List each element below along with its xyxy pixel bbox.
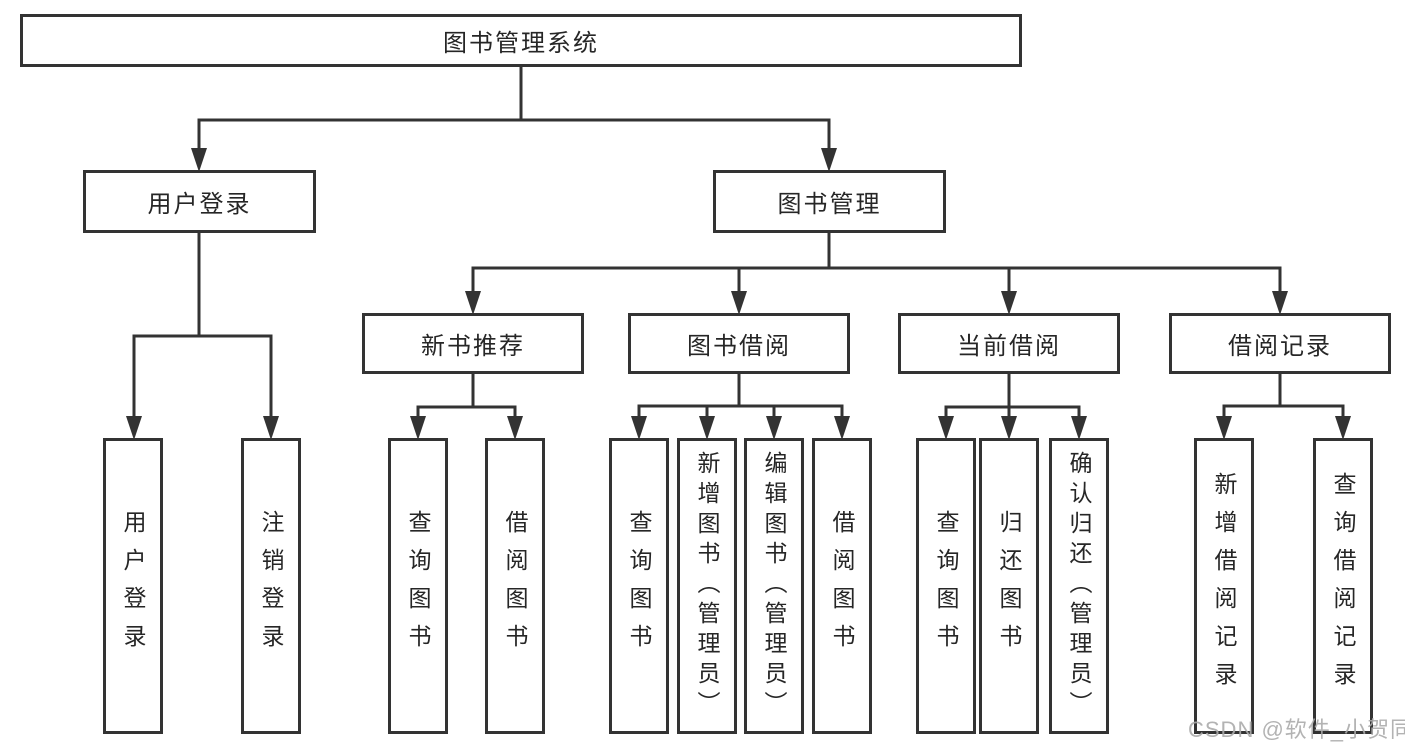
leaf-borrow-add-book-admin-label: 新增图书（管理员） <box>694 451 720 721</box>
leaf-current-query-book: 查询图书 <box>916 438 976 734</box>
leaf-recommend-borrow-book: 借阅图书 <box>485 438 545 734</box>
connector-user-login-split <box>132 230 273 420</box>
node-book-management: 图书管理 <box>713 170 946 233</box>
leaf-records-add-record-label: 新增借阅记录 <box>1211 472 1237 700</box>
node-new-book-recommend-label: 新书推荐 <box>421 333 525 360</box>
leaf-borrow-edit-book-admin: 编辑图书（管理员） <box>744 438 804 734</box>
leaf-logout: 注销登录 <box>241 438 301 734</box>
connector-root-split <box>197 64 831 152</box>
leaf-borrow-borrow-book: 借阅图书 <box>812 438 872 734</box>
leaf-logout-label: 注销登录 <box>258 510 284 662</box>
node-book-borrow-label: 图书借阅 <box>687 333 791 360</box>
leaf-current-return-book-label: 归还图书 <box>996 510 1022 662</box>
connector-new-book-recommend-split <box>416 370 517 420</box>
leaf-records-query-record: 查询借阅记录 <box>1313 438 1373 734</box>
leaf-user-login: 用户登录 <box>103 438 163 734</box>
arrowheads-level-3 <box>126 416 1351 440</box>
node-user-login-label: 用户登录 <box>147 191 252 218</box>
node-user-login: 用户登录 <box>83 170 316 233</box>
arrowheads-level-2 <box>465 291 1288 315</box>
leaf-records-query-record-label: 查询借阅记录 <box>1330 472 1356 700</box>
leaf-borrow-query-book: 查询图书 <box>609 438 669 734</box>
node-borrow-records: 借阅记录 <box>1169 313 1391 374</box>
connector-current-borrow-split <box>944 370 1081 420</box>
leaf-current-return-book: 归还图书 <box>979 438 1039 734</box>
leaf-user-login-label: 用户登录 <box>120 510 146 662</box>
csdn-watermark: CSDN @软件_小贺同学 <box>1188 717 1405 742</box>
node-current-borrow-label: 当前借阅 <box>957 333 1061 360</box>
leaf-current-confirm-return-admin-label: 确认归还（管理员） <box>1066 451 1092 721</box>
node-book-borrow: 图书借阅 <box>628 313 850 374</box>
leaf-recommend-query-book: 查询图书 <box>388 438 448 734</box>
node-root-label: 图书管理系统 <box>443 30 599 57</box>
leaf-recommend-borrow-book-label: 借阅图书 <box>502 510 528 662</box>
leaf-borrow-edit-book-admin-label: 编辑图书（管理员） <box>761 451 787 721</box>
node-current-borrow: 当前借阅 <box>898 313 1120 374</box>
leaf-borrow-borrow-book-label: 借阅图书 <box>829 510 855 662</box>
node-borrow-records-label: 借阅记录 <box>1228 333 1332 360</box>
node-book-management-label: 图书管理 <box>777 191 882 218</box>
leaf-current-query-book-label: 查询图书 <box>933 510 959 662</box>
node-root: 图书管理系统 <box>20 14 1022 67</box>
connector-book-borrow-split <box>637 370 844 420</box>
leaf-current-confirm-return-admin: 确认归还（管理员） <box>1049 438 1109 734</box>
leaf-records-add-record: 新增借阅记录 <box>1194 438 1254 734</box>
leaf-borrow-query-book-label: 查询图书 <box>626 510 652 662</box>
node-new-book-recommend: 新书推荐 <box>362 313 584 374</box>
leaf-recommend-query-book-label: 查询图书 <box>405 510 431 662</box>
arrowheads-level-1 <box>191 148 837 172</box>
leaf-borrow-add-book-admin: 新增图书（管理员） <box>677 438 737 734</box>
connector-borrow-records-split <box>1222 370 1345 420</box>
connector-book-management-split <box>471 230 1282 294</box>
